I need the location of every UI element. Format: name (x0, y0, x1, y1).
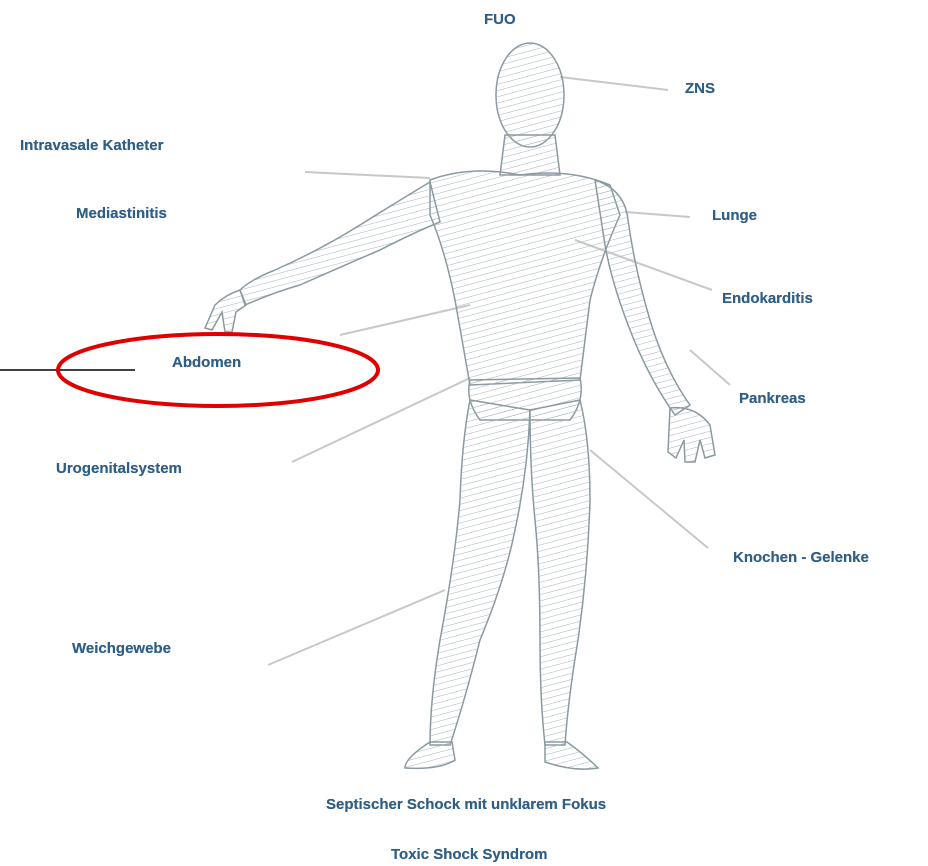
label-zns[interactable]: ZNS (685, 80, 715, 97)
label-endokarditis[interactable]: Endokarditis (722, 290, 813, 307)
figure-hand-extended (205, 290, 246, 332)
leader-line-urogenital (292, 378, 470, 462)
label-lunge[interactable]: Lunge (712, 207, 757, 224)
leader-line-zns (560, 77, 668, 90)
label-abdomen[interactable]: Abdomen (172, 354, 241, 371)
label-pankreas[interactable]: Pankreas (739, 390, 806, 407)
figure-arm-extended (240, 182, 440, 305)
leader-line-pankreas (690, 350, 730, 385)
label-urogenitalsystem[interactable]: Urogenitalsystem (56, 460, 182, 477)
figure-leg-left (430, 400, 530, 745)
label-weichgewebe[interactable]: Weichgewebe (72, 640, 171, 657)
figure-head (496, 43, 564, 147)
figure-hand-down (668, 408, 715, 462)
figure-foot-left (405, 742, 455, 768)
leader-line-knochen (590, 450, 708, 548)
label-knochen-gelenke[interactable]: Knochen - Gelenke (733, 549, 869, 566)
label-fuo[interactable]: FUO (484, 11, 516, 28)
leader-line-weichgewebe (268, 590, 445, 665)
label-intravasale-katheter[interactable]: Intravasale Katheter (20, 137, 163, 154)
label-toxic-shock-syndrom[interactable]: Toxic Shock Syndrom (391, 846, 547, 863)
figure-foot-right (545, 742, 598, 769)
figure-leg-right (530, 400, 590, 745)
figure-torso (430, 171, 620, 385)
figure-neck (500, 135, 560, 175)
label-septischer-schock[interactable]: Septischer Schock mit unklarem Fokus (326, 796, 606, 813)
leader-line-abdomen (340, 305, 470, 335)
leader-line-intravasale (305, 172, 430, 178)
leader-line-lunge (625, 212, 690, 217)
label-mediastinitis[interactable]: Mediastinitis (76, 205, 167, 222)
